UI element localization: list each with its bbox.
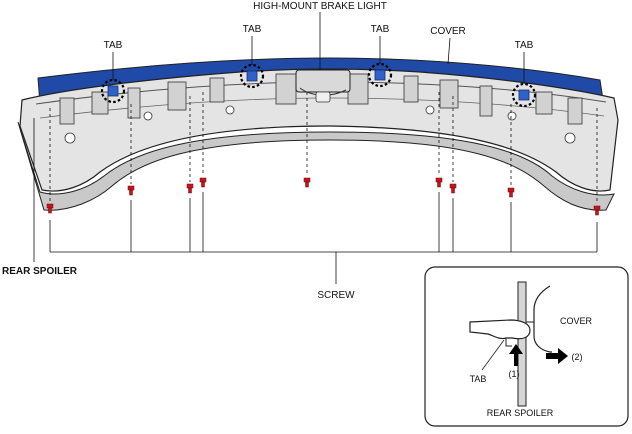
screw-alignment-lines [49,92,598,204]
screw-9 [593,205,601,216]
inset-label-step-1: (1) [509,369,520,379]
label-tab-2: TAB [243,24,262,35]
spoiler-mount-holes [64,105,576,144]
screw-bracket [49,192,598,284]
screw-8 [507,187,515,198]
screw-2 [127,185,135,196]
screw-3 [186,183,194,194]
inset-label-cover: COVER [560,316,593,326]
label-screw: SCREW [317,290,355,301]
tab-clip-3 [367,62,393,88]
inset-tab-leader [481,339,505,371]
label-cover: COVER [430,26,466,37]
inset-cover-outline [533,285,552,353]
label-rear-spoiler: REAR SPOILER [2,266,78,277]
tab-clip-4 [511,82,537,108]
callout-leaders [33,12,525,262]
spoiler-lower-lip [17,121,615,211]
inset-label-rear-spoiler: REAR SPOILER [487,408,554,418]
inset-label-step-2: (2) [572,352,583,362]
screw-6 [435,177,443,188]
label-tab-4: TAB [515,40,534,51]
spoiler-ribs [59,73,583,125]
inset-arrow-up-icon [509,344,523,366]
label-high-mount-brake-light: HIGH-MOUNT BRAKE LIGHT [253,1,387,12]
inset-label-tab: TAB [470,374,487,384]
tab-clip-2 [239,63,265,89]
label-tab-1: TAB [104,40,123,51]
inset-tab-hook [469,319,531,340]
screw-1 [46,203,54,214]
high-mount-brake-light [295,69,351,103]
screw-4 [199,177,207,188]
screws [46,177,601,216]
label-tab-3: TAB [371,24,390,35]
rear-spoiler-assembly [17,57,619,211]
screw-5 [303,177,311,188]
tab-clip-1 [100,78,126,104]
inset-arrow-right-icon [546,348,568,364]
detail-inset: COVER TAB (1) (2) REAR SPOILER [424,266,629,427]
screw-7 [449,183,457,194]
inset-spoiler-plate [517,281,527,407]
